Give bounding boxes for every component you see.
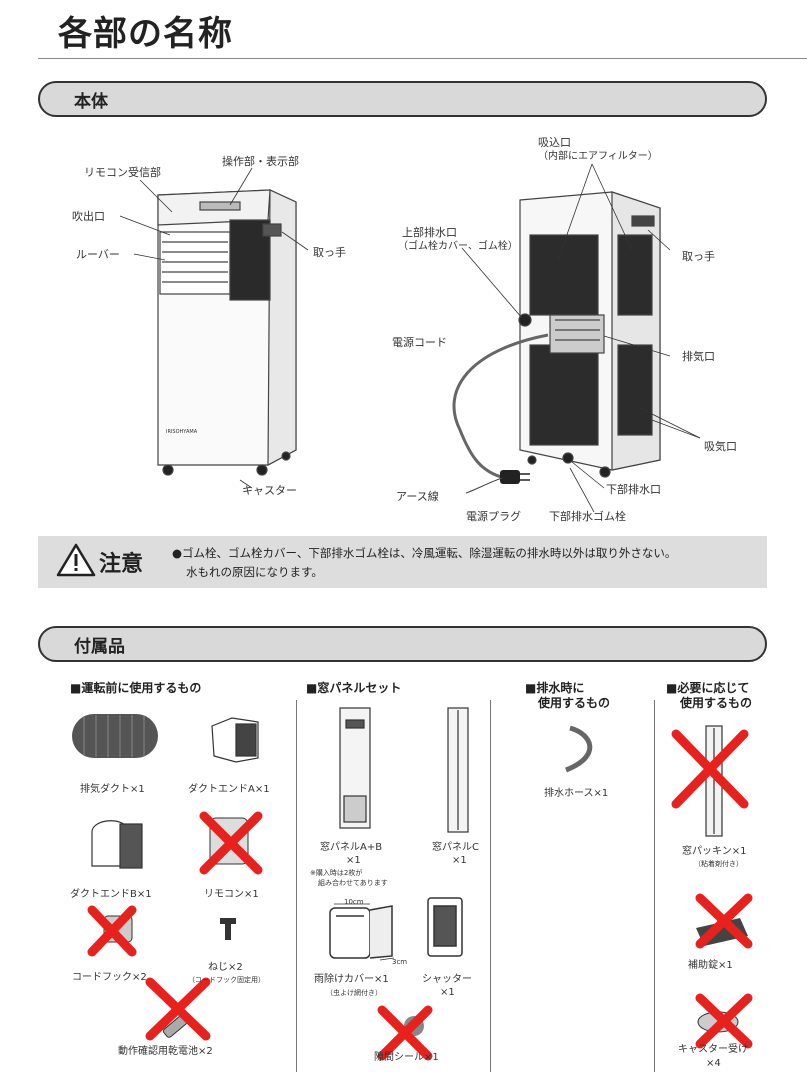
- label-panel-ab: 窓パネルA+B: [320, 842, 383, 853]
- rain-cover-drawing: [329, 905, 393, 959]
- page-title: 各部の名称: [58, 14, 233, 54]
- window-panel-c-drawing: [447, 707, 469, 833]
- cross-icon-remote: [199, 811, 263, 875]
- label-remote-receiver: リモコン受信部: [84, 166, 161, 179]
- label-duct-end-b: ダクトエンドB×1: [70, 889, 152, 900]
- label-louver: ルーバー: [76, 248, 120, 261]
- cross-icon-window-packing: [671, 729, 749, 809]
- label-upper-drain: 上部排水口: [402, 226, 457, 239]
- label-panel-c-qty: ×1: [452, 855, 467, 866]
- caution-line-2: 水もれの原因になります。: [186, 565, 323, 579]
- label-caster-cup: キャスター受け: [678, 1044, 748, 1055]
- label-control-panel: 操作部・表示部: [222, 155, 299, 168]
- label-intake-rear: 吸気口: [704, 440, 737, 453]
- label-panel-ab-note-2: 組み合わせてあります: [318, 879, 388, 887]
- label-window-packing: 窓パッキン×1: [682, 846, 747, 857]
- heading-window-panel: ■窓パネルセット: [306, 681, 402, 695]
- front-unit-drawing: [157, 189, 297, 476]
- label-battery: 動作確認用乾電池×2: [118, 1046, 213, 1057]
- drain-hose-drawing: [565, 725, 593, 773]
- label-intake-top: 吸込口: [538, 136, 571, 149]
- label-cord-hook: コードフック×2: [72, 972, 147, 983]
- back-unit-drawing: [518, 191, 661, 478]
- label-panel-c: 窓パネルC: [432, 842, 479, 853]
- label-shutter-qty: ×1: [440, 987, 455, 998]
- label-plug: 電源プラグ: [466, 510, 521, 523]
- caution-line-1: ●ゴム栓、ゴム栓カバー、下部排水ゴム栓は、冷風運転、除湿運転の排水時以外は取り外…: [172, 546, 677, 560]
- label-window-packing-note: （粘着剤付き）: [694, 860, 743, 868]
- duct-end-a-drawing: [211, 717, 259, 763]
- section-title-body: 本体: [74, 92, 108, 112]
- column-divider-1: [296, 700, 297, 1072]
- not-included-crosses: [87, 729, 753, 1061]
- heading-as-needed-2: 使用するもの: [680, 696, 753, 710]
- front-leader-lines: [119, 167, 309, 489]
- label-rain-cover: 雨除けカバー×1: [314, 974, 389, 985]
- back-leader-lines: [461, 163, 701, 513]
- label-seal: 隙間シール×1: [374, 1052, 439, 1063]
- title-divider: [38, 58, 807, 59]
- dimension-lines: [334, 903, 395, 961]
- label-duct: 排気ダクト×1: [80, 784, 145, 795]
- brand-mark: IRISOHYAMA: [166, 429, 198, 435]
- label-aux-lock: 補助錠×1: [688, 960, 733, 971]
- cross-icon-seal: [377, 1005, 433, 1061]
- column-divider-3: [654, 700, 655, 1072]
- cross-icon-cord-hook: [87, 905, 137, 957]
- shutter-drawing: [427, 897, 463, 957]
- accessory-illustrations: [72, 707, 753, 1061]
- label-caster: キャスター: [242, 484, 297, 497]
- section-header-accessories: 付属品: [38, 626, 767, 662]
- cross-icon-battery: [145, 977, 211, 1041]
- caution-box: [38, 536, 767, 588]
- label-handle-back: 取っ手: [682, 250, 715, 263]
- plug-drawing: [500, 470, 520, 484]
- label-panel-ab-qty: ×1: [346, 855, 361, 866]
- label-intake-top-note: （内部にエアフィルター）: [538, 151, 658, 162]
- cross-icon-caster-cup: [695, 993, 753, 1049]
- power-cord-drawing: [452, 333, 549, 480]
- label-upper-drain-note: （ゴム栓カバー、ゴム栓）: [398, 241, 518, 252]
- caution-title: 注意: [99, 552, 144, 577]
- label-outlet: 吹出口: [72, 210, 105, 223]
- section-header-body: 本体: [38, 81, 767, 117]
- label-panel-ab-note-1: ※購入時は2枚が: [310, 869, 363, 877]
- label-rain-cover-note: （虫よけ網付き）: [326, 989, 382, 997]
- label-drain-hose: 排水ホース×1: [544, 788, 609, 799]
- window-panel-ab-drawing: [339, 707, 371, 829]
- label-screw: ねじ×2: [208, 962, 243, 973]
- section-title-accessories: 付属品: [74, 637, 125, 657]
- warning-icon: [56, 543, 96, 577]
- heading-as-needed-1: ■必要に応じて: [666, 681, 750, 695]
- heading-drain-1: ■排水時に: [525, 681, 585, 695]
- duct-end-b-drawing: [91, 820, 143, 869]
- label-exhaust: 排気口: [682, 350, 715, 363]
- label-earth-wire: アース線: [396, 490, 439, 503]
- label-caster-cup-qty: ×4: [706, 1058, 721, 1069]
- heading-before-use: ■運転前に使用するもの: [70, 681, 202, 695]
- cross-icon-aux-lock: [695, 893, 753, 949]
- label-duct-end-a: ダクトエンドA×1: [188, 784, 270, 795]
- label-dim-10cm: 10cm: [344, 898, 364, 906]
- column-divider-2: [490, 700, 491, 1072]
- screw-drawing: [220, 918, 236, 940]
- exhaust-duct-drawing: [72, 714, 158, 758]
- label-lower-drain-plug: 下部排水ゴム栓: [549, 510, 626, 523]
- label-screw-note: （コードフック固定用）: [188, 976, 265, 984]
- label-shutter: シャッター: [422, 974, 472, 985]
- heading-drain-2: 使用するもの: [538, 696, 611, 710]
- label-remote: リモコン×1: [204, 889, 259, 900]
- label-handle-front: 取っ手: [313, 246, 346, 259]
- unit-illustration: IRISOHYAMA: [119, 163, 701, 513]
- label-dim-3cm: 3cm: [392, 958, 408, 966]
- label-lower-drain: 下部排水口: [606, 483, 661, 496]
- label-power-cord: 電源コード: [392, 336, 447, 349]
